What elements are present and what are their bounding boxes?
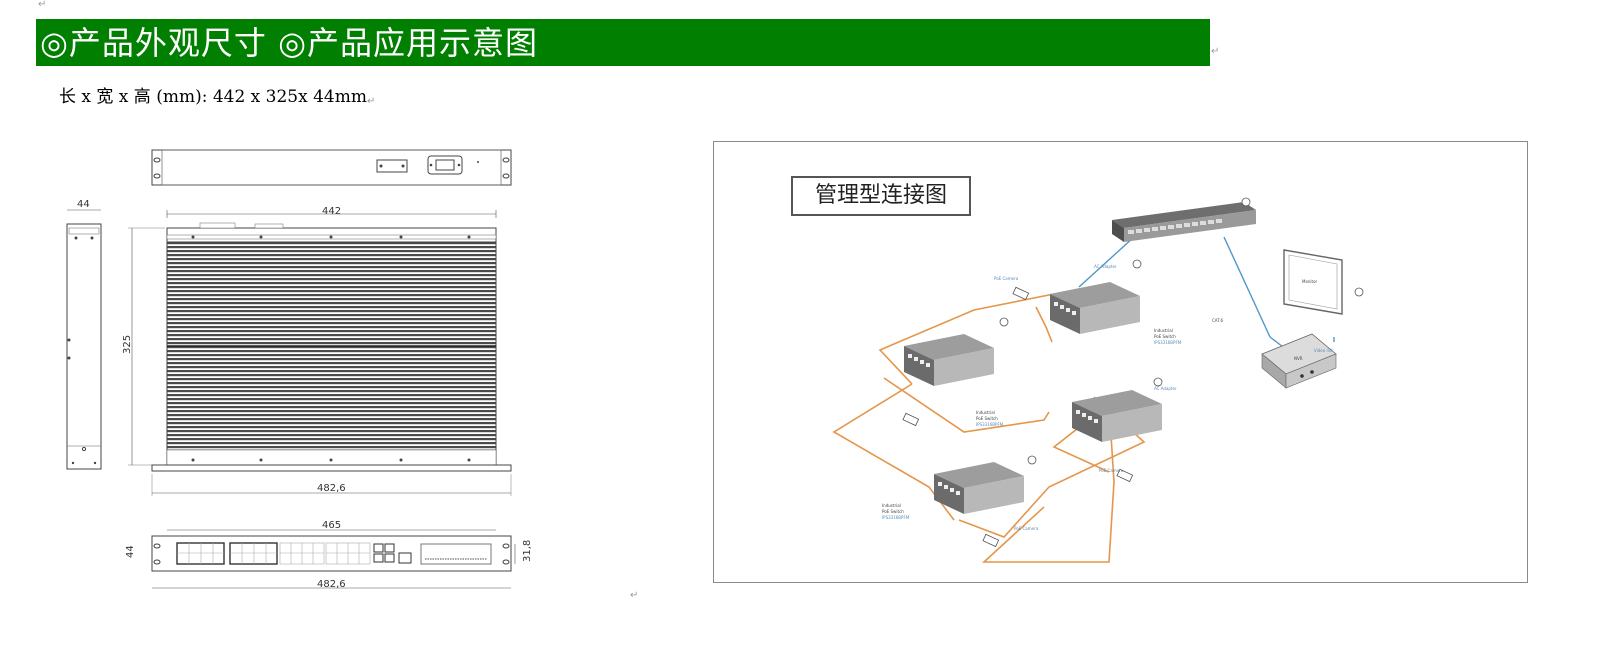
core-switch xyxy=(1112,202,1256,242)
height-dimension: 325 xyxy=(122,335,133,354)
svg-text:Industrial: Industrial xyxy=(1154,328,1173,333)
front-width-dimension: 465 xyxy=(322,520,341,531)
front-rack-dimension: 482,6 xyxy=(317,579,346,590)
svg-text:PoE Switch: PoE Switch xyxy=(882,509,904,514)
banner-title: ◎产品外观尺寸 ◎产品应用示意图 xyxy=(40,24,539,62)
svg-text:Industrial: Industrial xyxy=(882,503,901,508)
dimensions-value: 长 x 宽 x 高 (mm): 442 x 325x 44mm xyxy=(59,87,367,107)
svg-text:Monitor: Monitor xyxy=(1302,279,1318,284)
svg-text:Video link: Video link xyxy=(1314,348,1334,353)
svg-text:CAT.6: CAT.6 xyxy=(1212,318,1223,323)
dimensions-text: 长 x 宽 x 高 (mm): 442 x 325x 44mm↵ xyxy=(59,86,375,108)
poe-switch-4 xyxy=(934,462,1024,514)
mechanical-drawing: 442 325 482,6 44 xyxy=(66,149,533,590)
paragraph-mark: ↵ xyxy=(38,0,47,10)
width-dimension: 442 xyxy=(322,206,341,217)
front-view: 465 31,8 44 482,6 xyxy=(125,520,533,590)
application-diagram: PoE Camera AC Adapter Industrial PoE Swi… xyxy=(713,141,1528,583)
paragraph-mark: ↵ xyxy=(1211,46,1220,57)
paragraph-mark: ↵ xyxy=(366,96,376,107)
nvr-icon xyxy=(1261,333,1337,389)
svg-text:AC Adapter: AC Adapter xyxy=(1154,386,1177,391)
front-inner-dimension: 31,8 xyxy=(522,540,533,562)
depth-dimension: 44 xyxy=(77,199,90,210)
svg-text:PoE Camera: PoE Camera xyxy=(994,276,1019,281)
svg-text:IPS3316BPFM: IPS3316BPFM xyxy=(882,515,910,520)
svg-text:NVR: NVR xyxy=(1294,356,1303,361)
svg-text:PoE Camera: PoE Camera xyxy=(1014,526,1039,531)
poe-switch-2 xyxy=(904,334,994,386)
svg-text:AC Adapter: AC Adapter xyxy=(1094,264,1117,269)
svg-text:PoE Camera: PoE Camera xyxy=(1099,468,1124,473)
poe-switch-3 xyxy=(1072,390,1162,442)
svg-text:IPS3316BPFM: IPS3316BPFM xyxy=(976,422,1004,427)
left-side-view: 44 xyxy=(66,199,102,470)
top-view: 442 325 482,6 xyxy=(122,206,512,496)
poe-switch-1 xyxy=(1050,282,1140,334)
diagram-tiny-labels: PoE Camera AC Adapter Industrial PoE Swi… xyxy=(882,264,1334,531)
rack-width-dimension: 482,6 xyxy=(317,483,346,494)
diagram-title-box: 管理型连接图 xyxy=(791,176,971,216)
svg-text:PoE Switch: PoE Switch xyxy=(1154,334,1176,339)
svg-text:Industrial: Industrial xyxy=(976,410,995,415)
svg-text:IPS3316BPFM: IPS3316BPFM xyxy=(1154,340,1182,345)
paragraph-mark: ↵ xyxy=(630,590,639,601)
section-banner: ◎产品外观尺寸 ◎产品应用示意图 xyxy=(36,19,1210,66)
monitor-icon xyxy=(1283,249,1343,315)
network-diagram: PoE Camera AC Adapter Industrial PoE Swi… xyxy=(832,197,1364,563)
rear-view xyxy=(151,149,512,186)
camera-icons xyxy=(902,197,1364,548)
diagram-title: 管理型连接图 xyxy=(814,183,947,208)
front-height-dimension: 44 xyxy=(125,545,136,558)
svg-text:PoE Switch: PoE Switch xyxy=(976,416,998,421)
